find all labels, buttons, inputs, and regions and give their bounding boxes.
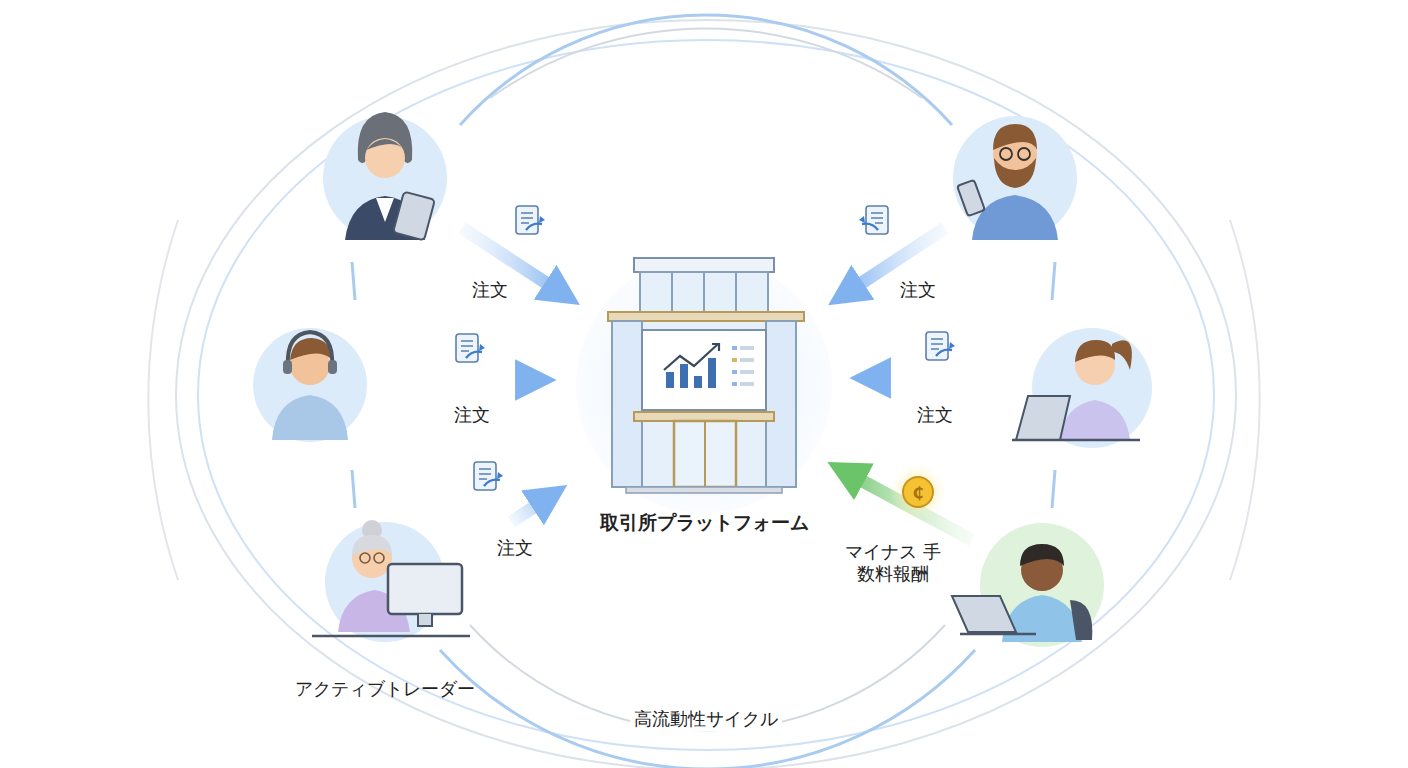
svg-text:₵: ₵ bbox=[912, 483, 923, 502]
order-arrow bbox=[511, 494, 553, 522]
arrow-label: 高流動性サイクル bbox=[630, 707, 782, 731]
arrow-label: 注文 bbox=[913, 403, 957, 427]
arrow-label: 注文 bbox=[450, 403, 494, 427]
node-label: アクティブトレーダー bbox=[262, 677, 508, 701]
exchange-node: 取引所プラットフォーム bbox=[560, 250, 848, 540]
arrow-label: マイナス 手数料報酬 bbox=[841, 540, 945, 585]
trader-node: アクティブトレーダー bbox=[262, 505, 508, 705]
arrow-label: 注文 bbox=[468, 278, 512, 302]
arrow-label: 注文 bbox=[493, 536, 537, 560]
node-label: 取引所プラットフォーム bbox=[560, 510, 848, 536]
arrow-label: 注文 bbox=[896, 278, 940, 302]
